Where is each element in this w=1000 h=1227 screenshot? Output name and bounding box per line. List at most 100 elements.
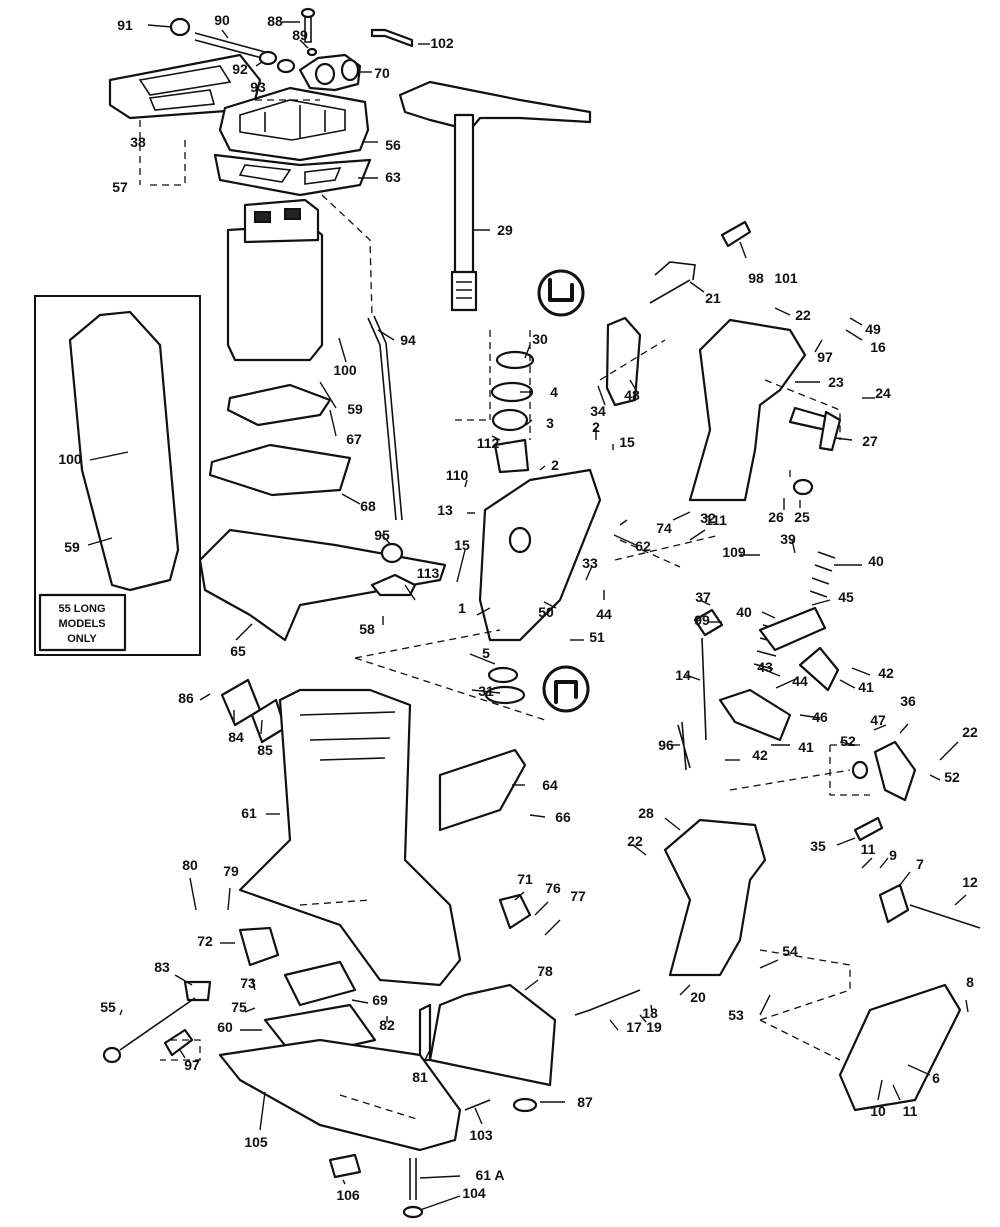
- callout-80: 80: [182, 857, 198, 873]
- callout-101: 101: [774, 270, 798, 286]
- callout-97b: 97: [184, 1057, 200, 1073]
- callout-41b: 41: [798, 739, 814, 755]
- callout-16: 16: [870, 339, 886, 355]
- callout-18: 18: [642, 1005, 658, 1021]
- callout-93: 93: [250, 79, 266, 95]
- callout-20: 20: [690, 989, 706, 1005]
- callout-113: 113: [417, 565, 440, 581]
- callout-96: 96: [658, 737, 674, 753]
- callout-33: 33: [582, 555, 598, 571]
- rotate-symbol-top: [537, 269, 585, 317]
- exhaust-housing: [218, 86, 370, 162]
- callout-12: 12: [962, 874, 978, 890]
- stern-bracket-starboard: [663, 818, 767, 977]
- callout-15a: 15: [619, 434, 635, 450]
- callout-37: 37: [695, 589, 711, 605]
- callout-2a: 2: [592, 419, 600, 435]
- callout-59b: 59: [64, 539, 80, 555]
- callout-82: 82: [379, 1017, 395, 1033]
- callout-4: 4: [550, 384, 558, 400]
- callout-56: 56: [385, 137, 401, 153]
- callout-14: 14: [675, 667, 691, 683]
- callout-3: 3: [546, 415, 554, 431]
- callout-84: 84: [228, 729, 244, 745]
- callout-112: 112: [477, 435, 500, 451]
- callout-65: 65: [230, 643, 246, 659]
- callout-22c: 22: [627, 833, 643, 849]
- callout-86: 86: [178, 690, 194, 706]
- callout-44a: 44: [596, 606, 612, 622]
- callout-100a: 100: [333, 362, 357, 378]
- callout-49: 49: [865, 321, 881, 337]
- callout-6: 6: [932, 1070, 940, 1086]
- callout-40a: 40: [868, 553, 884, 569]
- callout-35: 35: [810, 838, 826, 854]
- callout-97a: 97: [817, 349, 833, 365]
- callout-2b: 2: [551, 457, 559, 473]
- callout-46: 46: [812, 709, 828, 725]
- callout-36: 36: [900, 693, 916, 709]
- callout-105: 105: [244, 1134, 268, 1150]
- callout-75: 75: [231, 999, 247, 1015]
- callout-41a: 41: [858, 679, 874, 695]
- callout-13: 13: [437, 502, 453, 518]
- callout-94: 94: [400, 332, 416, 348]
- callout-5: 5: [482, 645, 490, 661]
- inset-line-2: MODELS: [58, 618, 105, 630]
- callout-109: 109: [722, 544, 746, 560]
- callout-78: 78: [537, 963, 553, 979]
- callout-111: 111: [705, 512, 727, 528]
- callout-47: 47: [870, 712, 886, 728]
- callout-31: 31: [478, 683, 494, 699]
- callout-54: 54: [782, 943, 798, 959]
- callout-87: 87: [577, 1094, 593, 1110]
- callout-91: 91: [117, 17, 133, 33]
- callout-68: 68: [360, 498, 376, 514]
- callout-24: 24: [875, 385, 891, 401]
- callout-104: 104: [462, 1185, 486, 1201]
- callout-63: 63: [385, 169, 401, 185]
- callout-22a: 22: [795, 307, 811, 323]
- callout-90: 90: [214, 12, 230, 28]
- callout-57: 57: [112, 179, 128, 195]
- inset-line-1: 55 LONG: [58, 603, 105, 615]
- callout-62: 62: [635, 538, 651, 554]
- callout-61: 61: [241, 805, 257, 821]
- exhaust-tube: [226, 223, 324, 362]
- callout-69: 69: [372, 992, 388, 1008]
- callout-52b: 52: [944, 769, 960, 785]
- callout-30: 30: [532, 331, 548, 347]
- callout-99: 99: [694, 612, 710, 628]
- parts-artwork: [34, 7, 981, 1219]
- callout-66: 66: [555, 809, 571, 825]
- callout-15b: 15: [454, 537, 470, 553]
- callout-95: 95: [374, 527, 390, 543]
- callout-64: 64: [542, 777, 558, 793]
- callout-32: 32: [700, 510, 716, 526]
- callout-43: 43: [757, 659, 773, 675]
- driveshaft-housing: [238, 688, 462, 987]
- callout-44b: 44: [792, 673, 808, 689]
- callout-59a: 59: [347, 401, 363, 417]
- callout-92: 92: [232, 61, 248, 77]
- callout-22b: 22: [962, 724, 978, 740]
- callout-72: 72: [197, 933, 213, 949]
- callout-28: 28: [638, 805, 654, 821]
- callout-83: 83: [154, 959, 170, 975]
- callout-40b: 40: [736, 604, 752, 620]
- callout-21: 21: [705, 290, 721, 306]
- callout-17: 17: [626, 1019, 642, 1035]
- callout-53: 53: [728, 1007, 744, 1023]
- callout-27: 27: [862, 433, 878, 449]
- callout-38: 38: [130, 134, 146, 150]
- callout-25: 25: [794, 509, 810, 525]
- callout-7: 7: [916, 856, 924, 872]
- callout-29: 29: [497, 222, 513, 238]
- callout-52a: 52: [840, 733, 856, 749]
- callout-98: 98: [748, 270, 764, 286]
- callout-1: 1: [458, 600, 466, 616]
- callout-102: 102: [430, 35, 454, 51]
- callout-77: 77: [570, 888, 586, 904]
- callout-67: 67: [346, 431, 362, 447]
